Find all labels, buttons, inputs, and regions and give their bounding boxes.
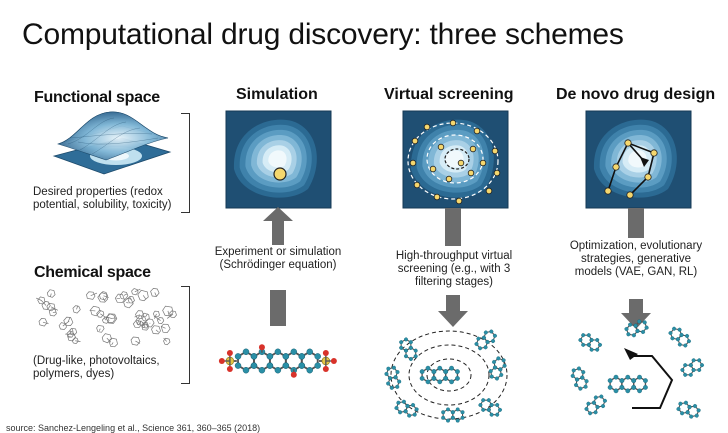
arrow-shaft <box>628 208 644 238</box>
de-novo-caption: Optimization, evolutionary strategies, g… <box>566 240 706 279</box>
contour-map-de-novo <box>586 111 691 208</box>
functional-space-caption: Desired properties (redox potential, sol… <box>33 186 181 212</box>
chemical-space-caption: (Drug-like, photovoltaics, polymers, dye… <box>33 355 168 381</box>
molecule-simulation <box>222 335 338 383</box>
chemical-space-label: Chemical space <box>34 264 151 282</box>
column-heading-simulation: Simulation <box>236 86 318 104</box>
contour-map-simulation <box>226 111 331 208</box>
column-heading-virtual-screening: Virtual screening <box>384 86 514 104</box>
arrow-down-icon <box>438 295 468 327</box>
functional-space-bracket <box>181 113 190 213</box>
arrow-shaft <box>445 208 461 246</box>
energy-surface-illustration <box>48 108 178 183</box>
column-heading-de-novo-design: De novo drug design <box>556 86 715 104</box>
contour-map-virtual-screening <box>403 111 508 208</box>
virtual-screening-caption: High-throughput virtual screening (e.g.,… <box>384 250 524 289</box>
source-citation: source: Sanchez-Lengeling et al., Scienc… <box>6 423 260 433</box>
simulation-caption: Experiment or simulation (Schrödinger eq… <box>212 246 344 272</box>
screening-molecule-cluster <box>388 325 510 421</box>
functional-space-label: Functional space <box>34 89 160 107</box>
chemical-space-cloud <box>33 287 181 349</box>
de-novo-molecule-cluster <box>572 322 708 422</box>
arrow-shaft <box>270 290 286 326</box>
page-title: Computational drug discovery: three sche… <box>22 18 624 52</box>
arrow-up-icon <box>263 207 293 245</box>
chemical-space-bracket <box>181 286 190 384</box>
